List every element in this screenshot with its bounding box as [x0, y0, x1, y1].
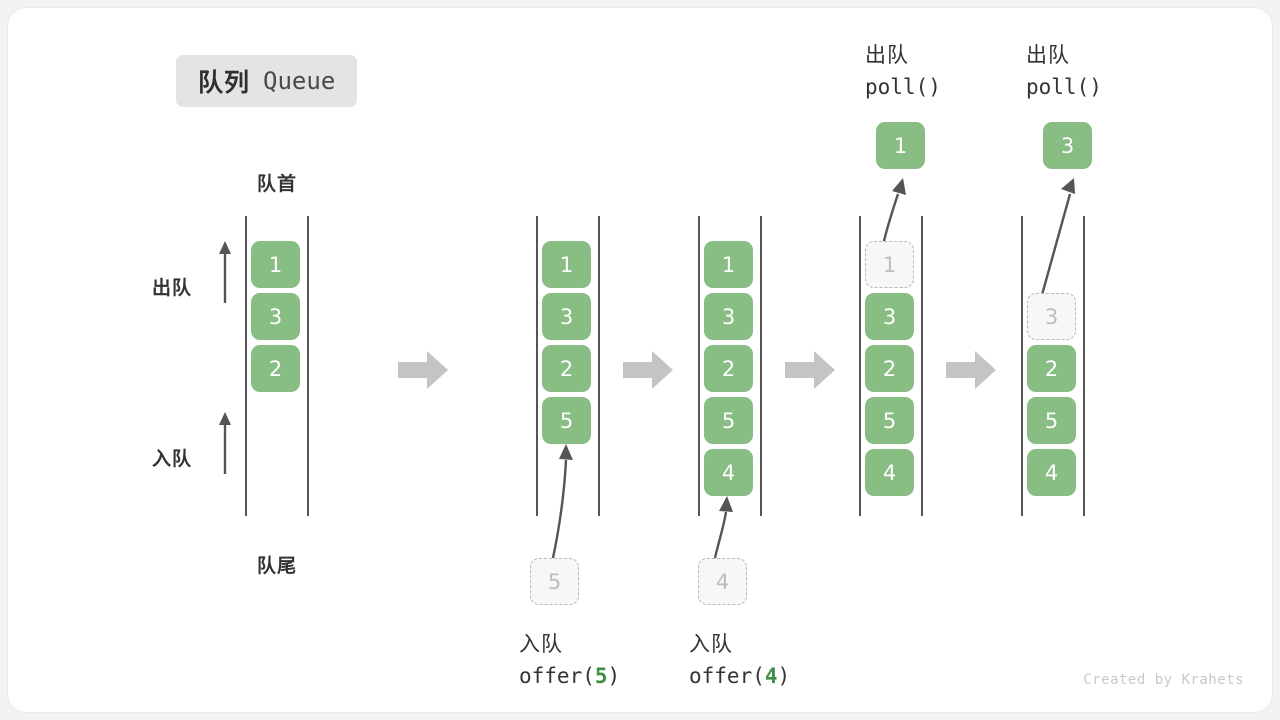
- queue-cell: 4: [865, 449, 914, 496]
- code-value: 4: [764, 664, 778, 688]
- title-english: Queue: [263, 67, 336, 95]
- rail-right: [598, 216, 600, 516]
- enqueue-motion-arrow-icon: [713, 496, 733, 559]
- queue-cell-new: 5: [542, 397, 591, 444]
- queue-cell: 3: [251, 293, 300, 340]
- enqueue-direction-arrow-icon: [219, 412, 231, 474]
- rail-right: [307, 216, 309, 516]
- incoming-ghost-cell: 5: [530, 558, 579, 605]
- dequeue-direction-arrow-icon: [219, 241, 231, 303]
- queue-cell: 5: [704, 397, 753, 444]
- enqueue-marker-label: 入队: [152, 448, 193, 470]
- title-badge: 队列 Queue: [176, 55, 358, 107]
- enqueue-motion-arrow-icon: [551, 444, 573, 559]
- outgoing-ghost-cell: 1: [865, 241, 914, 288]
- rail-left: [698, 216, 700, 516]
- queue-cell: 3: [865, 293, 914, 340]
- rail-right: [921, 216, 923, 516]
- step-arrow-icon: [785, 351, 835, 389]
- step-arrow-icon: [946, 351, 996, 389]
- stage-caption-code: offer(5): [519, 664, 620, 688]
- code-suffix: ): [777, 664, 791, 688]
- rail-right: [1083, 216, 1085, 516]
- stage-caption-code: poll(): [1026, 75, 1102, 99]
- popped-cell: 3: [1043, 122, 1092, 169]
- step-arrow-icon: [398, 351, 448, 389]
- queue-cell: 1: [251, 241, 300, 288]
- stage-caption-cn: 入队: [519, 632, 563, 656]
- queue-cell: 1: [542, 241, 591, 288]
- queue-cell: 2: [542, 345, 591, 392]
- queue-cell: 5: [1027, 397, 1076, 444]
- queue-cell: 2: [251, 345, 300, 392]
- rail-right: [760, 216, 762, 516]
- rail-left: [245, 216, 247, 516]
- queue-tail-label: 队尾: [256, 555, 297, 577]
- outgoing-ghost-cell: 3: [1027, 293, 1076, 340]
- queue-cell: 3: [542, 293, 591, 340]
- rail-left: [859, 216, 861, 516]
- code-prefix: offer(: [519, 664, 595, 688]
- popped-cell: 1: [876, 122, 925, 169]
- diagram-card: 队列 Queue 队首 队尾 出队 入队 1 3 2: [8, 8, 1272, 712]
- dequeue-marker-label: 出队: [152, 277, 193, 299]
- stage-caption-code: poll(): [865, 75, 941, 99]
- title-chinese: 队列: [198, 68, 251, 97]
- stage-caption-cn: 出队: [865, 43, 909, 67]
- queue-cell: 5: [865, 397, 914, 444]
- code-value: 5: [594, 664, 608, 688]
- queue-cell: 2: [704, 345, 753, 392]
- watermark: Created by Krahets: [1083, 672, 1244, 688]
- code-prefix: offer(: [689, 664, 765, 688]
- step-arrow-icon: [623, 351, 673, 389]
- incoming-ghost-cell: 4: [698, 558, 747, 605]
- code-suffix: ): [607, 664, 621, 688]
- queue-cell: 2: [865, 345, 914, 392]
- queue-cell: 2: [1027, 345, 1076, 392]
- queue-cell: 1: [704, 241, 753, 288]
- stage-caption-cn: 出队: [1026, 43, 1070, 67]
- queue-cell: 3: [704, 293, 753, 340]
- rail-left: [1021, 216, 1023, 516]
- queue-head-label: 队首: [256, 173, 297, 195]
- queue-cell: 4: [1027, 449, 1076, 496]
- queue-cell-new: 4: [704, 449, 753, 496]
- stage-caption-cn: 入队: [689, 632, 733, 656]
- stage-caption-code: offer(4): [689, 664, 790, 688]
- rail-left: [536, 216, 538, 516]
